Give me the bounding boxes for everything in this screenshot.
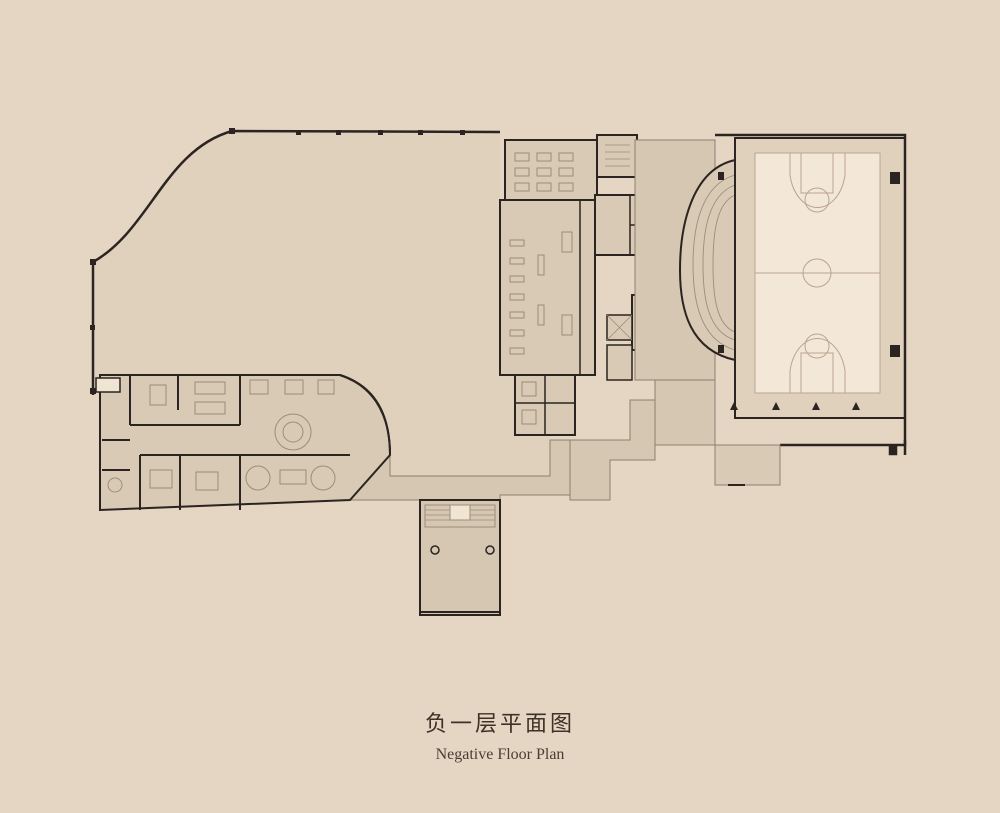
boundary-columns bbox=[90, 128, 465, 394]
lobby-furniture bbox=[107, 379, 336, 493]
classroom-desks bbox=[509, 152, 574, 355]
plan-title-english: Negative Floor Plan bbox=[435, 746, 565, 763]
bottom-annex bbox=[714, 444, 781, 486]
gym-outer-wall bbox=[715, 133, 907, 456]
tiered-seating bbox=[678, 158, 736, 362]
basketball-court bbox=[718, 137, 906, 419]
floor-plan-drawing bbox=[90, 128, 907, 616]
entrance-ramp bbox=[419, 499, 501, 616]
plan-title-chinese: 负一层平面图 bbox=[424, 712, 575, 737]
open-area-boundary bbox=[91, 129, 501, 395]
central-block bbox=[499, 139, 598, 436]
lobby-wing bbox=[95, 374, 392, 512]
open-area-floor bbox=[93, 131, 550, 476]
